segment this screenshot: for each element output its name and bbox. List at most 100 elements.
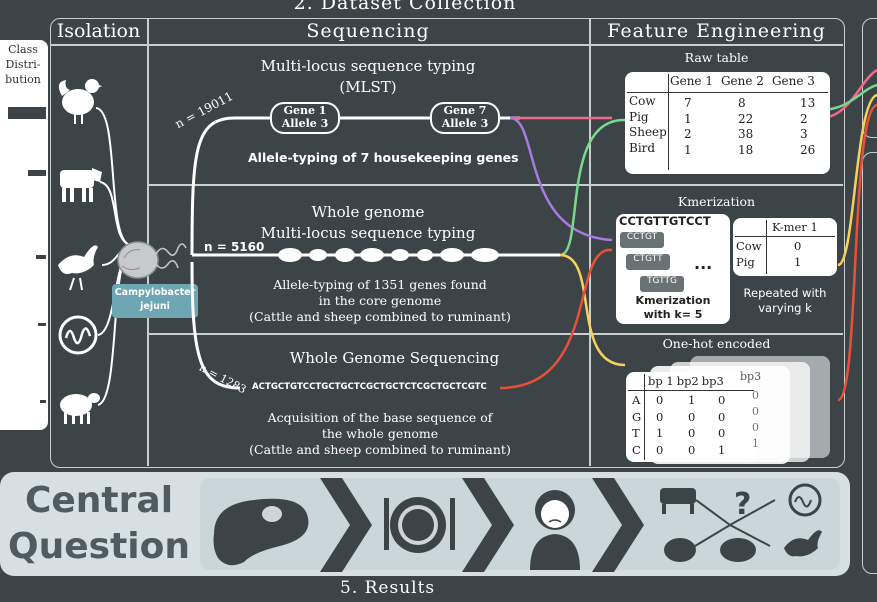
- onehot-cell: 1: [688, 393, 696, 407]
- onehot-cell: 0: [656, 409, 664, 424]
- gene1-line2: Allele 3: [281, 117, 329, 130]
- onehot-cell: 1: [718, 442, 726, 457]
- column-isolation: Isolation: [56, 20, 141, 42]
- section-title: 2. Dataset Collection: [293, 0, 517, 14]
- wgs-desc-line2: the whole genome: [321, 426, 439, 441]
- raw-cell: 38: [738, 127, 754, 141]
- sick-person-icon: [530, 490, 580, 570]
- row-divider-1: [147, 184, 843, 186]
- sheep-icon: [60, 393, 100, 424]
- header-underline: [50, 44, 843, 46]
- onehot-cell: 0: [718, 409, 726, 424]
- kmer-sequence: CCTGTTGTCCT: [619, 214, 711, 228]
- raw-cell: 2: [800, 111, 808, 126]
- organism-line2: jejuni: [140, 301, 170, 312]
- mlst-description: Allele-typing of 7 housekeeping genes: [248, 150, 519, 165]
- wgmlst-title-line1: Whole genome: [311, 203, 425, 221]
- kmer-chip-3-text: TGTTG: [647, 276, 677, 286]
- wgmlst-desc-line2: in the core genome: [318, 293, 442, 308]
- environment-icon: [58, 315, 98, 355]
- onehot-card: [626, 372, 756, 462]
- onehot-col-1: 0 0 1 0: [656, 392, 663, 458]
- onehot-ghost-header: bp3: [740, 370, 762, 383]
- line-yellow-right: [837, 93, 877, 267]
- onehot-row-label: A: [632, 393, 641, 407]
- raw-cell: 22: [738, 111, 754, 126]
- column-feature-engineering: Feature Engineering: [607, 20, 826, 42]
- raw-cell: 18: [738, 142, 754, 157]
- kmer-repeat-line2: varying k: [758, 301, 812, 315]
- onehot-cell: 0: [656, 393, 664, 407]
- mlst-gene7-pill: Gene 7 Allele 3: [430, 102, 500, 134]
- onehot-row-label: G: [632, 409, 642, 424]
- kmerization-title: Kmerization: [677, 194, 756, 209]
- organism-line1: Campylobacter: [114, 287, 196, 298]
- onehot-ghost-cell: 0: [752, 389, 759, 402]
- wgmlst-n-label: n = 5160: [204, 240, 265, 254]
- onehot-col-2: 1 0 0 0: [688, 392, 695, 458]
- onehot-cell: 0: [718, 426, 726, 440]
- right-panel-bottom: [862, 152, 877, 574]
- kmer-chip-3: TGTTG: [640, 276, 684, 292]
- onehot-header: bp2: [676, 374, 699, 388]
- kmer-cell: 1: [794, 255, 802, 269]
- chevron-right-icon: [320, 478, 644, 572]
- kmer-caption-line2: with k= 5: [643, 308, 703, 321]
- raw-col-2: 8 22 38 18: [738, 96, 753, 158]
- raw-cell: 8: [738, 96, 746, 110]
- raw-cell: 3: [800, 127, 808, 141]
- raw-table-vline: [668, 74, 669, 170]
- results-title: 5. Results: [340, 578, 436, 598]
- central-question-line2: Question: [8, 526, 190, 567]
- onehot-header: bp3: [701, 374, 724, 388]
- onehot-hline: [628, 390, 754, 391]
- divider-isolation: [147, 18, 149, 466]
- divider-feature: [589, 18, 591, 466]
- dataset-collection-panel: [50, 18, 845, 468]
- onehot-cell: 0: [656, 442, 664, 457]
- kmer-row-label: Pig: [736, 255, 755, 269]
- animal-sources-icon: [660, 483, 822, 562]
- raw-header-gene3: Gene 3: [771, 74, 815, 88]
- steak-icon: [213, 498, 309, 566]
- kmer-table-hline: [735, 236, 835, 237]
- wgmlst-desc-line3: (Cattle and sheep combined to ruminant): [249, 309, 511, 324]
- kmer-table-header: K-mer 1: [772, 220, 818, 234]
- campylobacter-icon: [117, 241, 187, 279]
- right-panel-top: [862, 18, 877, 138]
- kmer-row-label: Cow: [736, 239, 762, 253]
- kmer-repeat-line1: Repeated with: [743, 286, 827, 300]
- kmer-chip-2-text: CTGTT: [633, 254, 663, 264]
- onehot-title: One-hot encoded: [662, 336, 771, 351]
- raw-cell: 1: [684, 142, 692, 157]
- raw-col-3: 13 2 3 26: [800, 96, 815, 158]
- line-red-right: [837, 103, 877, 402]
- raw-table-labels: Cow Pig Sheep Bird: [629, 94, 667, 156]
- class-bar-bird: [36, 255, 46, 259]
- raw-table-title: Raw table: [684, 50, 749, 65]
- column-sequencing: Sequencing: [306, 20, 430, 42]
- class-distribution-label: Class Distri- bution: [0, 42, 46, 87]
- organism-label: Campylobacter jejuni: [112, 284, 198, 318]
- raw-table-header-row: Gene 1 Gene 2 Gene 3: [670, 74, 815, 88]
- kmer-repeat-note: Repeated with varying k: [730, 286, 840, 316]
- cow-icon: [60, 168, 102, 202]
- wgs-description: Acquisition of the base sequence of the …: [230, 410, 530, 458]
- raw-table-hline: [627, 92, 828, 93]
- kmer-caption-line1: Kmerization: [635, 294, 711, 307]
- onehot-col-3: 0 0 0 1: [718, 392, 725, 458]
- row-divider-2: [147, 333, 843, 335]
- class-bar-env: [38, 323, 46, 326]
- onehot-row-label: C: [632, 442, 641, 457]
- onehot-cell: 0: [688, 409, 696, 424]
- gene7-line1: Gene 7: [443, 104, 487, 117]
- class-distribution-panel: [0, 40, 48, 430]
- onehot-cell: 0: [688, 426, 696, 440]
- central-question-icons: ?: [213, 478, 822, 572]
- central-question-line1: Central: [24, 480, 174, 521]
- raw-row-label: Pig: [629, 109, 649, 124]
- gene1-line1: Gene 1: [283, 104, 327, 117]
- raw-header-gene1: Gene 1: [670, 74, 713, 88]
- mlst-title: Multi-locus sequence typing (MLST): [147, 56, 589, 98]
